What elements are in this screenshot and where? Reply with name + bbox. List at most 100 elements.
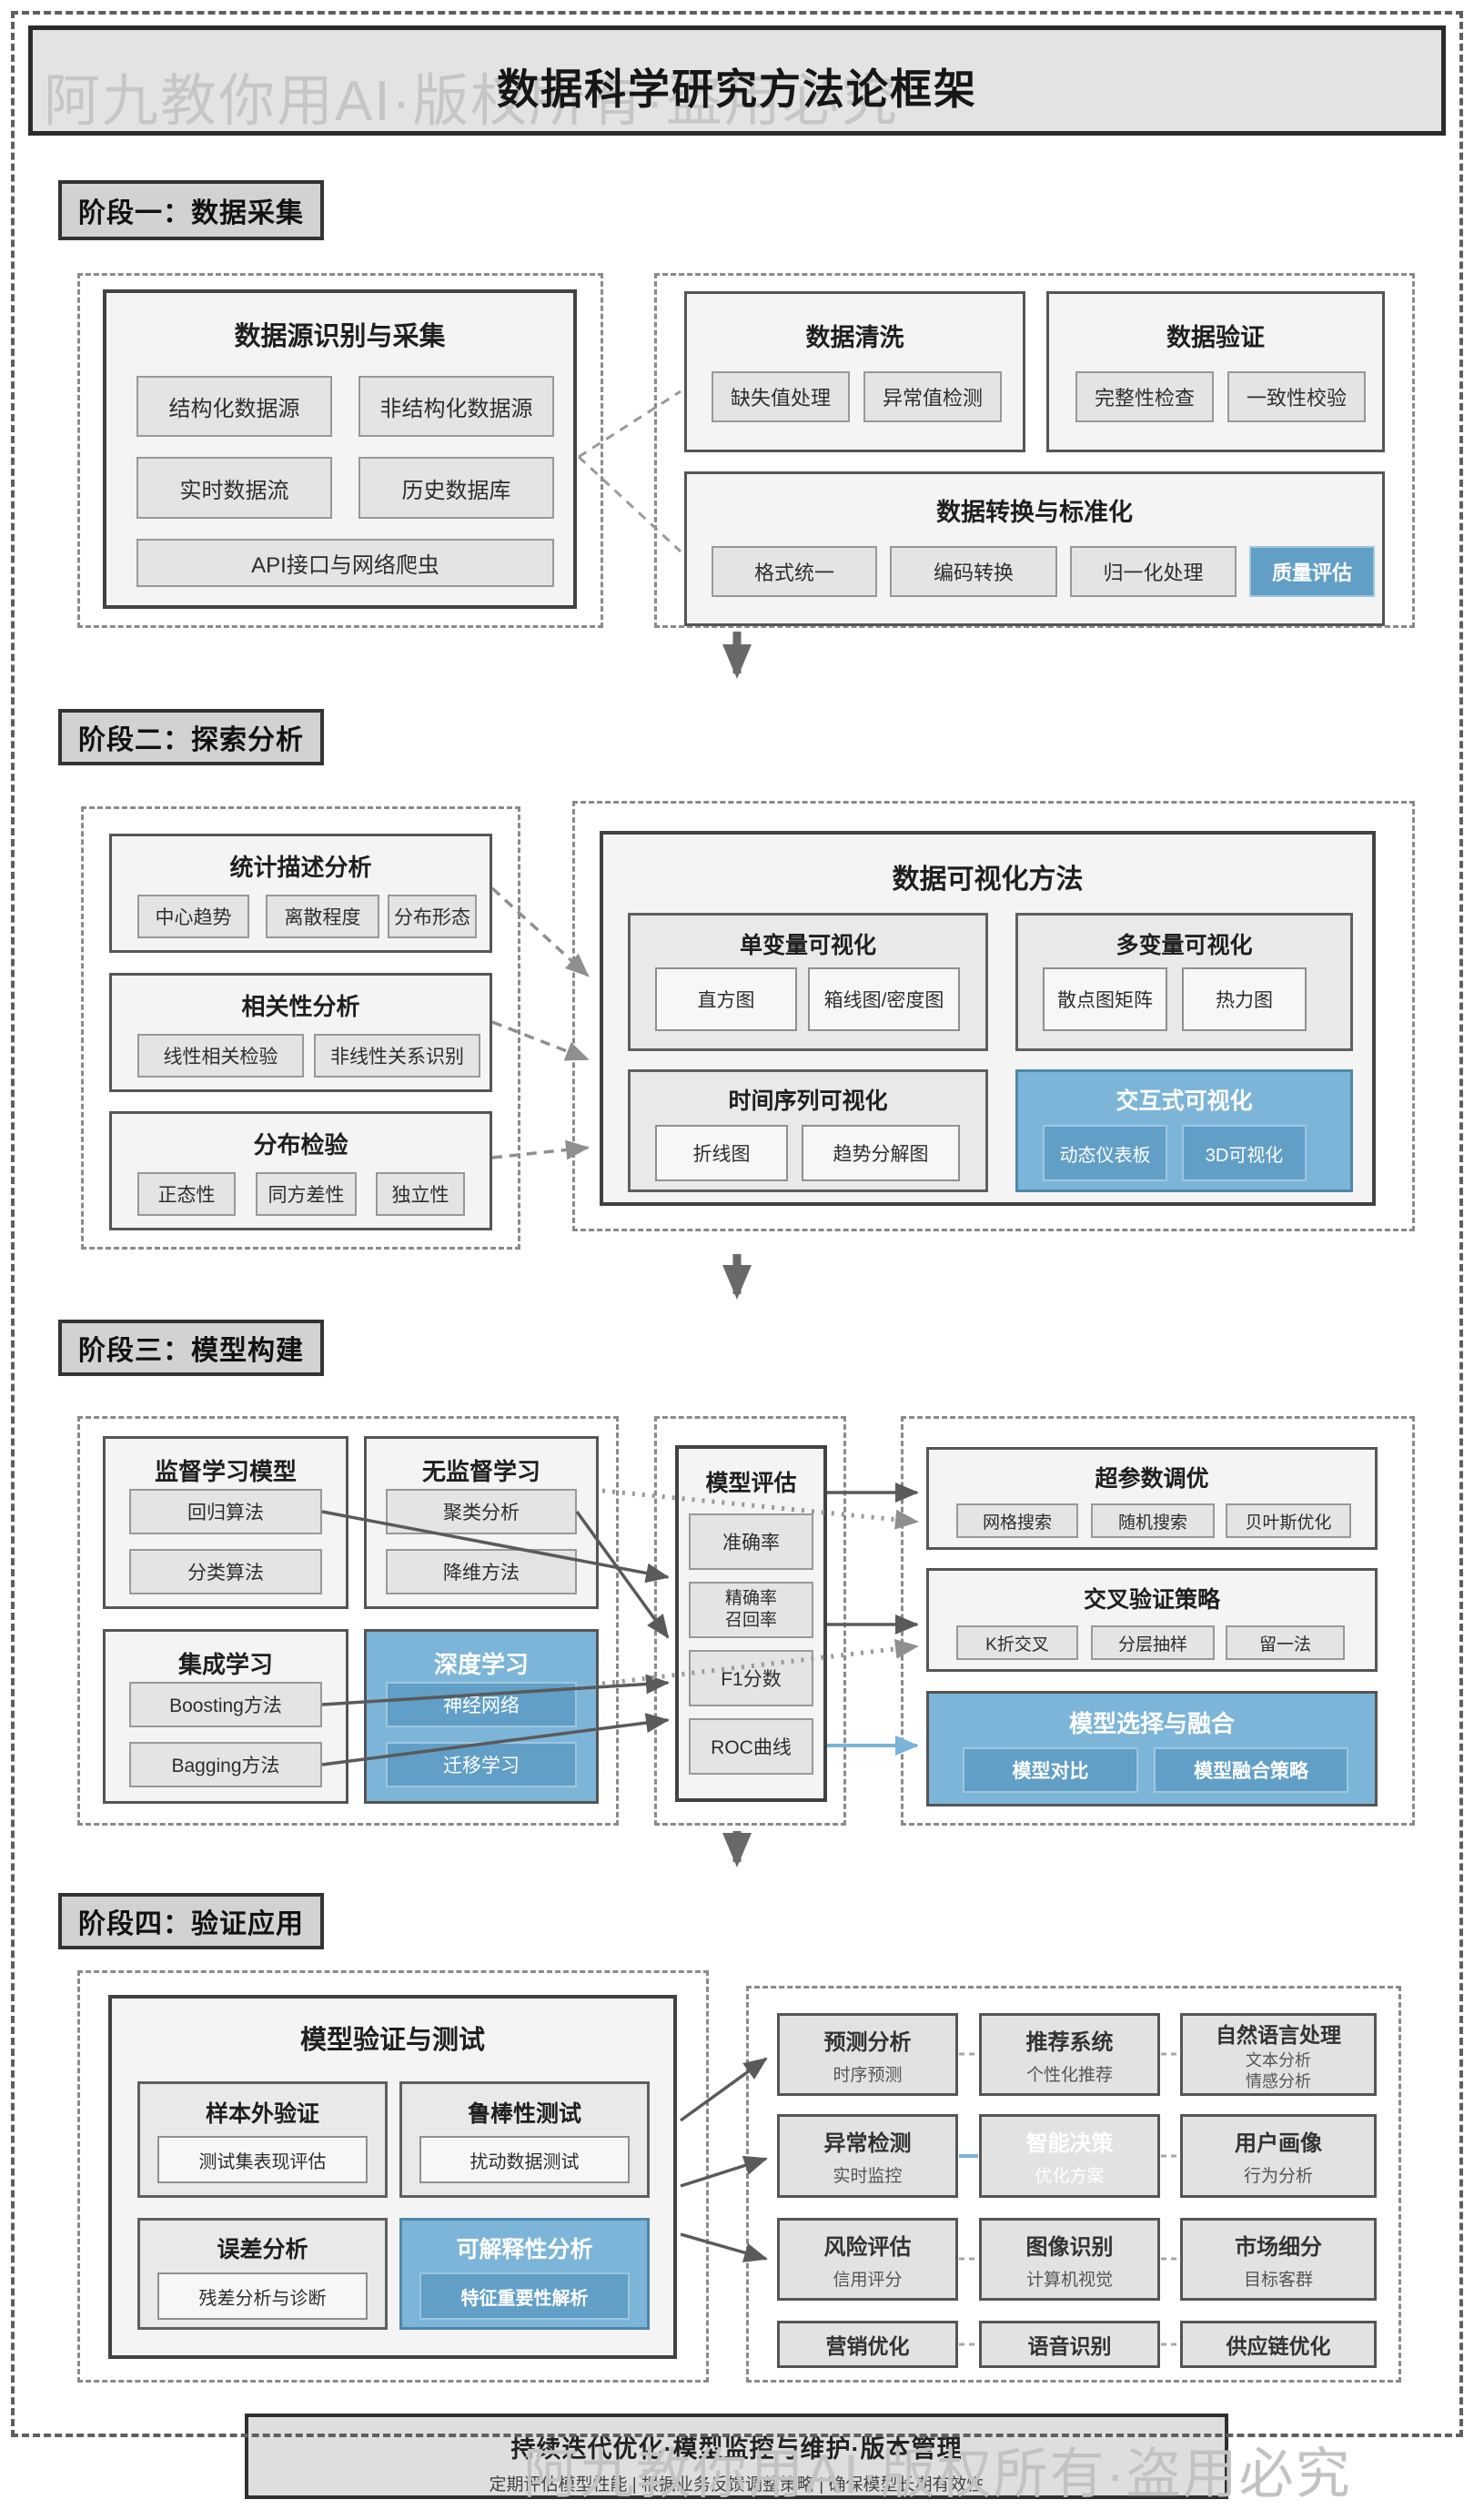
watermark-top: 阿九教你用AI·版权所有·盗用必究: [44, 70, 899, 133]
app-sub: 个性化推荐: [1025, 2065, 1113, 2085]
app-sub: 实时监控: [833, 2167, 903, 2186]
watermark-bottom: 阿九教你用AI·版权所有·盗用必究: [523, 2444, 1352, 2505]
robust-title: 鲁棒性测试: [467, 2101, 581, 2127]
viz-multi-title: 多变量可视化: [1116, 933, 1253, 958]
collect-item: 历史数据库: [358, 457, 554, 519]
stats-item: 分布形态: [388, 895, 477, 938]
transform-title: 数据转换与标准化: [936, 499, 1133, 526]
ensemble-title: 集成学习: [177, 1651, 273, 1678]
corr-item: 非线性关系识别: [314, 1034, 480, 1078]
app-box: 用户画像 行为分析: [1180, 2114, 1377, 2198]
validate-title: 数据验证: [1166, 324, 1265, 351]
viz-inter-item: 动态仪表板: [1043, 1125, 1167, 1181]
select-item: 模型融合策略: [1154, 1747, 1348, 1793]
app-title: 市场细分: [1235, 2234, 1322, 2260]
deep-title: 深度学习: [433, 1651, 529, 1678]
interp-title: 可解释性分析: [456, 2237, 593, 2262]
viz-uni-item: 直方图: [655, 967, 797, 1031]
deep-item: 迁移学习: [386, 1742, 577, 1787]
evaluation-item: 精确率 召回率: [689, 1582, 813, 1638]
oos-title: 样本外验证: [205, 2101, 319, 2127]
collect-item: 实时数据流: [136, 457, 332, 519]
app-box: 营销优化: [777, 2321, 958, 2368]
app-title: 智能决策: [1025, 2131, 1114, 2156]
app-box: 风险评估 信用评分: [777, 2218, 958, 2301]
app-title: 异常检测: [823, 2131, 912, 2156]
app-title: 用户画像: [1235, 2131, 1322, 2156]
app-title: 图像识别: [1025, 2234, 1114, 2260]
footer-bar: 持续迭代优化·模型监控与维护·版本管理 定期评估模型性能 | 根据业务反馈调整策…: [245, 2414, 1228, 2499]
supervised-item: 回归算法: [129, 1489, 322, 1534]
transform-item: 格式统一: [712, 546, 877, 597]
app-title: 自然语言处理: [1216, 2023, 1341, 2047]
viz-ts-item: 趋势分解图: [802, 1125, 960, 1181]
dist-title: 分布检验: [253, 1131, 348, 1159]
validate-item: 一致性校验: [1227, 371, 1366, 422]
stage3-label: 阶段三：模型构建: [58, 1320, 324, 1376]
cv-item: 分层抽样: [1091, 1625, 1215, 1660]
title-bar: [28, 25, 1446, 136]
app-box: 图像识别 计算机视觉: [979, 2218, 1160, 2301]
transform-item: 编码转换: [890, 546, 1057, 597]
dist-item: 同方差性: [256, 1172, 357, 1216]
ensemble-item: Bagging方法: [129, 1742, 322, 1787]
app-title: 营销优化: [825, 2334, 910, 2358]
error-item: 残差分析与诊断: [157, 2272, 368, 2320]
viz-multi-item: 散点图矩阵: [1043, 967, 1167, 1031]
app-box-smart-decision: 智能决策 优化方案: [979, 2114, 1160, 2198]
app-sub: 优化方案: [1035, 2167, 1105, 2186]
transform-item-quality: 质量评估: [1249, 546, 1375, 597]
error-title: 误差分析: [217, 2237, 308, 2262]
evaluation-item: ROC曲线: [689, 1718, 813, 1775]
transform-item: 归一化处理: [1070, 546, 1237, 597]
ensemble-item: Boosting方法: [129, 1682, 322, 1727]
collect-item-api: API接口与网络爬虫: [136, 539, 554, 587]
hyper-item: 贝叶斯优化: [1226, 1503, 1351, 1538]
cv-item: K折交叉: [956, 1625, 1078, 1660]
app-box: 推荐系统 个性化推荐: [979, 2013, 1160, 2096]
app-sub: 行为分析: [1243, 2167, 1313, 2186]
select-title: 模型选择与融合: [1068, 1710, 1235, 1737]
app-box: 自然语言处理 文本分析 情感分析: [1180, 2013, 1377, 2096]
viz-ts-item: 折线图: [655, 1125, 788, 1181]
validate-item: 完整性检查: [1075, 371, 1214, 422]
app-title: 推荐系统: [1025, 2029, 1114, 2055]
robust-item: 扰动数据测试: [419, 2136, 630, 2183]
vt-title: 模型验证与测试: [299, 2026, 485, 2055]
deep-item: 神经网络: [386, 1682, 577, 1727]
app-title: 预测分析: [823, 2029, 912, 2055]
app-box: 异常检测 实时监控: [777, 2114, 958, 2198]
collect-title: 数据源识别与采集: [234, 322, 446, 351]
collect-item: 结构化数据源: [136, 376, 332, 437]
oos-item: 测试集表现评估: [157, 2136, 368, 2183]
app-title: 语音识别: [1027, 2334, 1112, 2358]
app-sub: 信用评分: [833, 2270, 903, 2290]
clean-item: 异常值检测: [863, 371, 1002, 422]
supervised-title: 监督学习模型: [154, 1458, 297, 1485]
viz-uni-item: 箱线图/密度图: [808, 967, 960, 1031]
hyper-title: 超参数调优: [1095, 1466, 1209, 1492]
evaluation-title: 模型评估: [705, 1471, 797, 1496]
app-title: 风险评估: [823, 2234, 912, 2260]
interp-item: 特征重要性解析: [419, 2272, 630, 2320]
stats-item: 离散程度: [266, 895, 379, 938]
footer-line1: 持续迭代优化·模型监控与维护·版本管理: [510, 2435, 963, 2463]
cv-item: 留一法: [1226, 1625, 1345, 1660]
app-sub: 目标客群: [1243, 2270, 1313, 2290]
clean-item: 缺失值处理: [712, 371, 850, 422]
hyper-item: 随机搜索: [1091, 1503, 1215, 1538]
cv-title: 交叉验证策略: [1083, 1587, 1220, 1613]
unsupervised-title: 无监督学习: [421, 1458, 540, 1485]
viz-uni-title: 单变量可视化: [739, 933, 876, 958]
dist-item: 正态性: [137, 1172, 236, 1216]
corr-item: 线性相关检验: [137, 1034, 304, 1078]
stats-item: 中心趋势: [137, 895, 249, 938]
supervised-item: 分类算法: [129, 1549, 322, 1594]
unsupervised-item: 降维方法: [386, 1549, 577, 1594]
stage2-label: 阶段二：探索分析: [58, 709, 324, 765]
stage2-right-container: [572, 801, 1415, 1231]
page-title: 数据科学研究方法论框架: [497, 66, 977, 113]
app-box: 市场细分 目标客群: [1180, 2218, 1377, 2301]
footer-line2: 定期评估模型性能 | 根据业务反馈调整策略 | 确保模型长期有效性: [489, 2475, 984, 2495]
app-sub: 文本分析 情感分析: [1246, 2051, 1311, 2090]
